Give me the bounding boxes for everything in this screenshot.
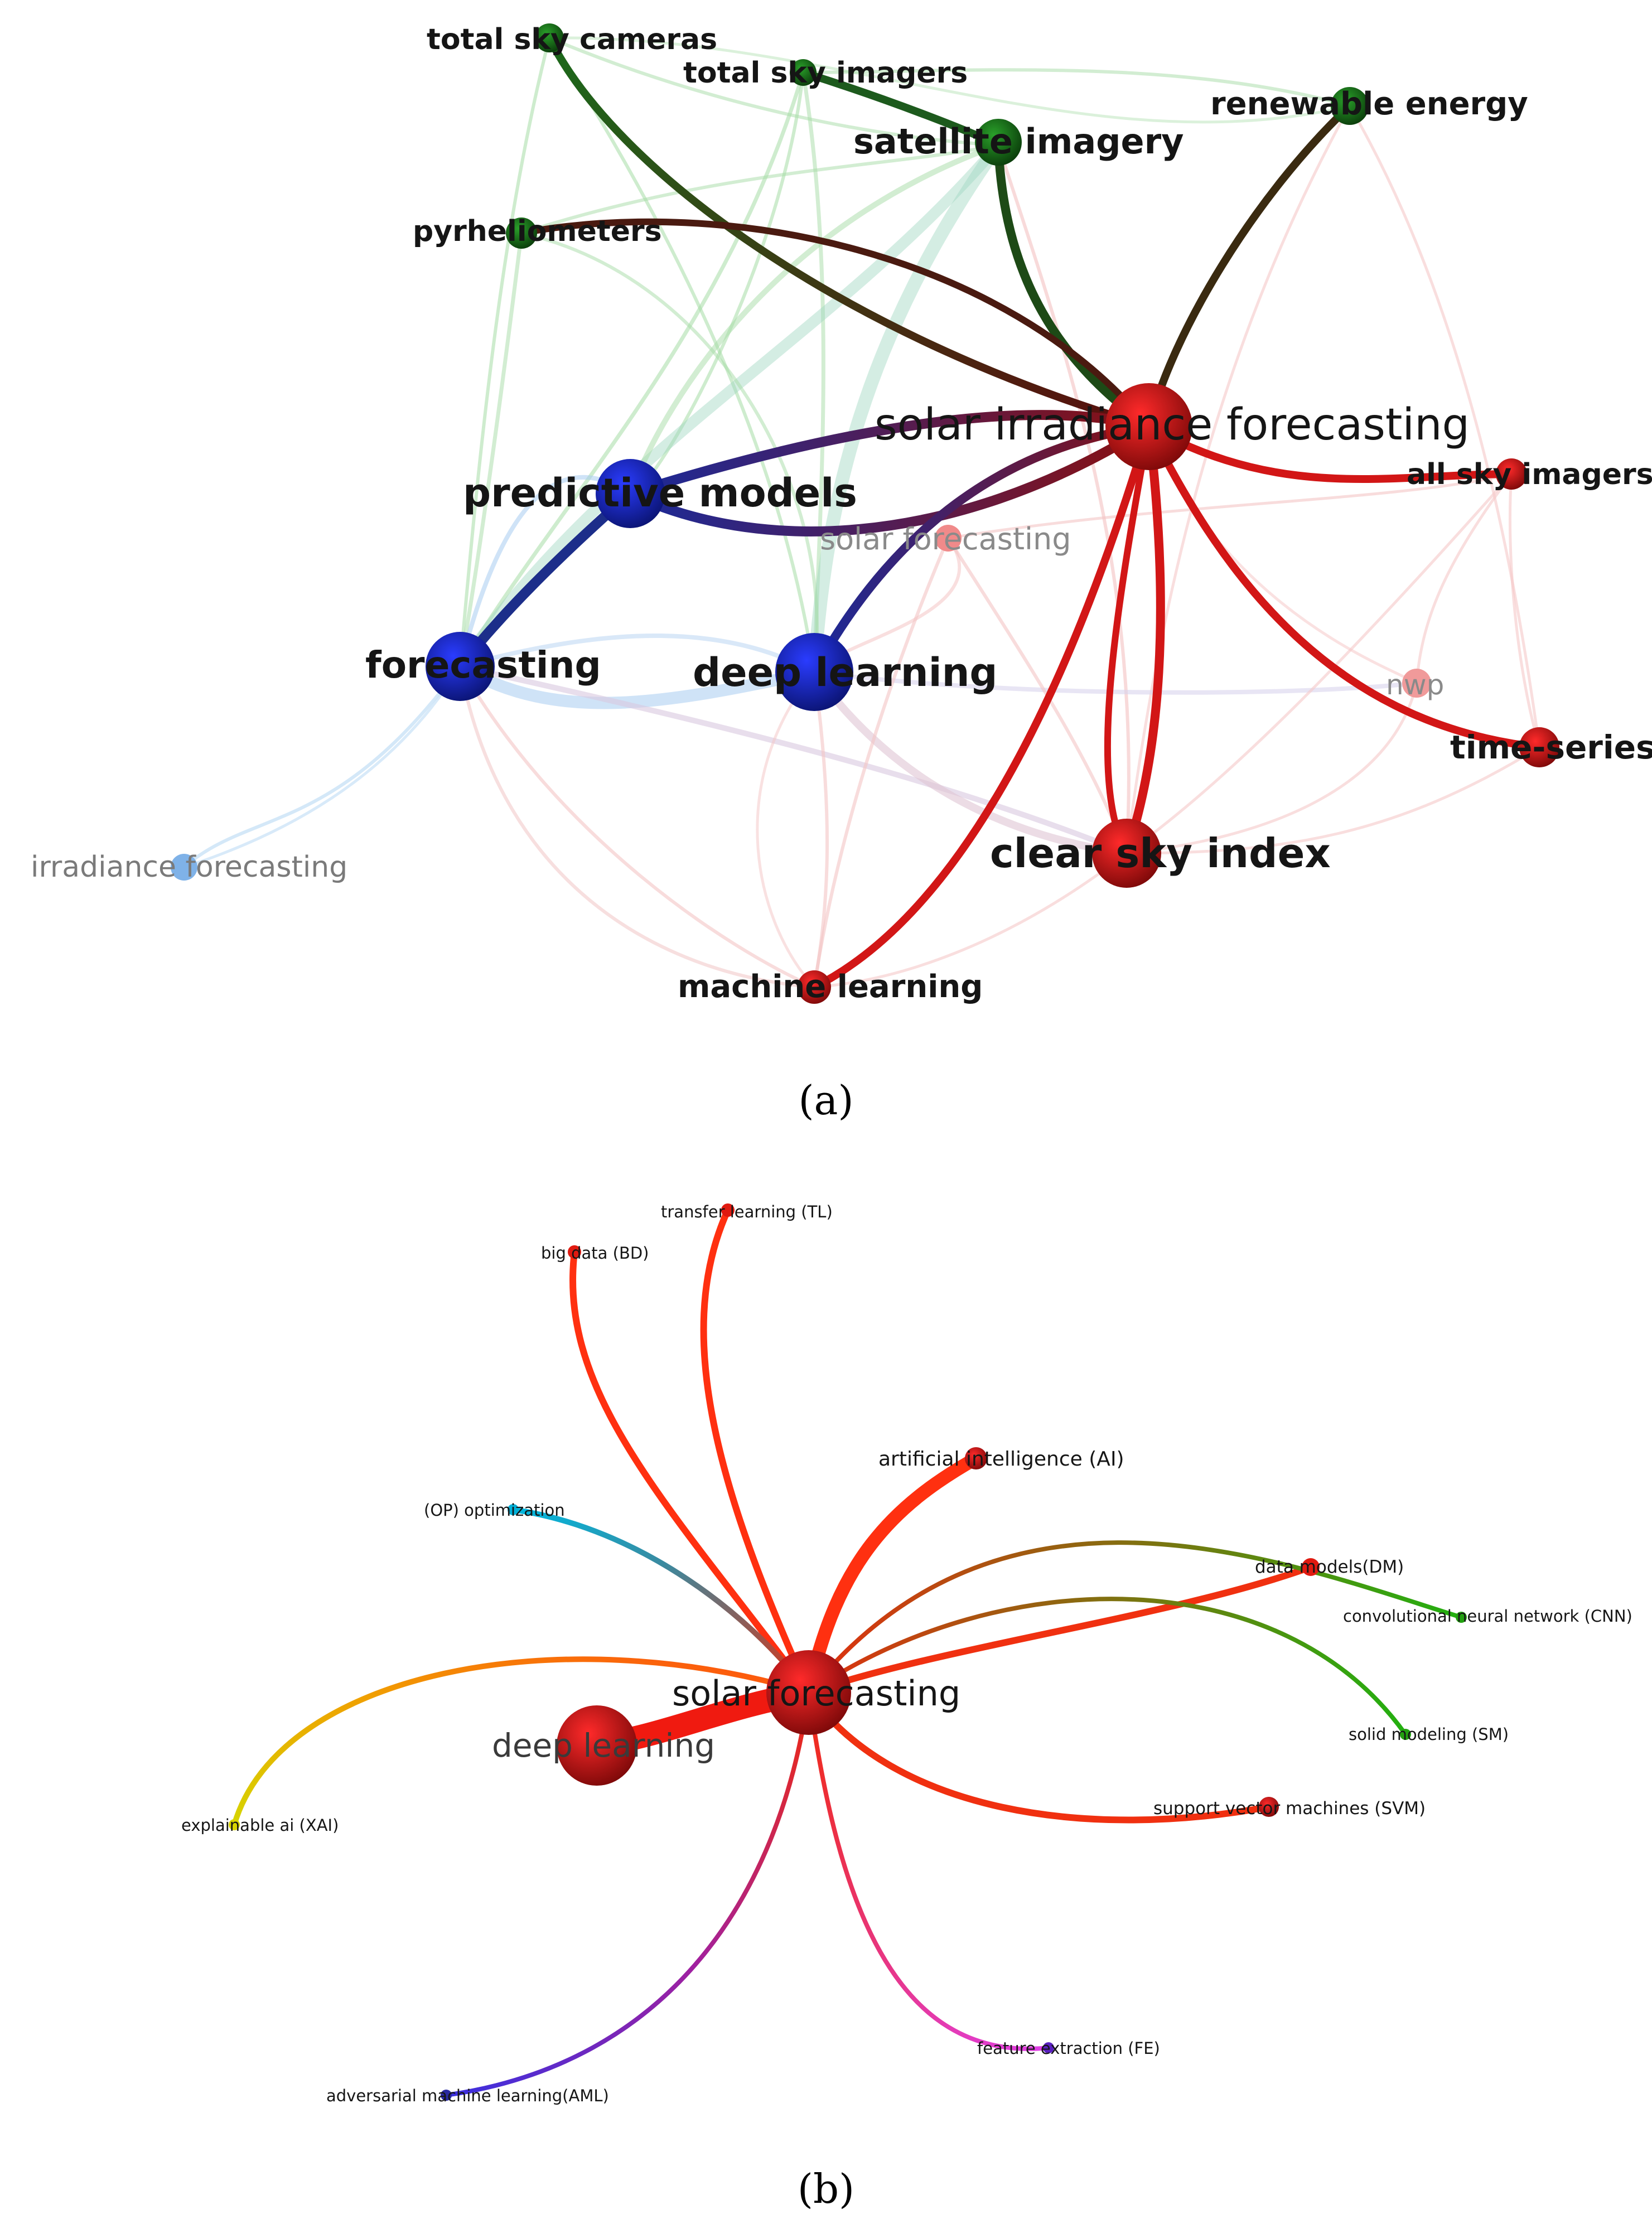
label-deep-learning: deep learning — [693, 650, 998, 695]
node-machine-learning[interactable] — [798, 970, 831, 1004]
label-b-data-models: data models(DM) — [1255, 1557, 1404, 1577]
label-b-optimization: (OP) optimization — [424, 1501, 565, 1520]
panel-a-faint-edges — [182, 36, 1541, 989]
node-satellite-imagery[interactable] — [975, 119, 1022, 166]
node-clear-sky-index[interactable] — [1092, 819, 1161, 888]
node-b-cnn[interactable] — [1456, 1612, 1467, 1623]
panel-a-labels: total sky cameras total sky imagers sate… — [31, 23, 1652, 1005]
node-b-svm[interactable] — [1259, 1797, 1279, 1817]
label-b-svm: support vector machines (SVM) — [1153, 1798, 1426, 1819]
caption-b: (b) — [798, 2165, 854, 2212]
label-satellite-imagery: satellite imagery — [853, 121, 1184, 162]
node-time-series[interactable] — [1519, 727, 1559, 767]
panel-a-strong-edges — [455, 34, 1543, 991]
label-b-aml: adversarial machine learning(AML) — [326, 2086, 609, 2105]
label-pyrheliometers: pyrheliometers — [413, 215, 662, 248]
panel-b-edges — [231, 1207, 1463, 2097]
label-b-cnn: convolutional neural network (CNN) — [1343, 1607, 1632, 1626]
node-solar-irradiance-forecasting[interactable] — [1105, 383, 1192, 470]
label-machine-learning: machine learning — [678, 969, 983, 1005]
label-b-deep-learning: deep learning — [492, 1727, 715, 1764]
label-b-solid-modeling: solid modeling (SM) — [1349, 1725, 1509, 1744]
node-solar-forecasting[interactable] — [935, 525, 962, 552]
label-all-sky-imagers: all sky imagers — [1407, 458, 1652, 491]
node-nwp[interactable] — [1402, 669, 1431, 698]
label-predictive-models: predictive models — [463, 470, 857, 516]
label-solar-irradiance-forecasting: solar irradiance forecasting — [875, 400, 1470, 450]
label-clear-sky-index: clear sky index — [990, 830, 1331, 877]
label-nwp: nwp — [1386, 669, 1444, 701]
label-time-series: time-series — [1450, 728, 1652, 766]
node-b-big-data[interactable] — [568, 1245, 581, 1259]
panel-b-network: transfer learning (TL) big data (BD) art… — [181, 1202, 1632, 2212]
node-total-sky-cameras[interactable] — [535, 23, 564, 52]
node-renewable-energy[interactable] — [1331, 87, 1369, 125]
node-b-solid-modeling[interactable] — [1400, 1729, 1411, 1740]
label-b-feature-extraction: feature extraction (FE) — [977, 2039, 1160, 2058]
node-all-sky-imagers[interactable] — [1496, 458, 1527, 490]
node-predictive-models[interactable] — [596, 459, 665, 528]
node-b-aml[interactable] — [441, 2090, 452, 2101]
label-b-big-data: big data (BD) — [541, 1244, 649, 1263]
node-b-explainable-ai[interactable] — [229, 1819, 240, 1830]
label-renewable-energy: renewable energy — [1210, 86, 1528, 122]
label-b-solar-forecasting: solar forecasting — [672, 1673, 960, 1714]
panel-a-nodes — [171, 23, 1559, 1004]
label-b-explainable-ai: explainable ai (XAI) — [181, 1816, 339, 1835]
node-b-optimization[interactable] — [508, 1504, 519, 1515]
label-irradiance-forecasting: irradiance forecasting — [31, 850, 347, 884]
node-forecasting[interactable] — [426, 632, 495, 701]
node-irradiance-forecasting[interactable] — [171, 854, 197, 881]
node-b-feature-extraction[interactable] — [1043, 2042, 1054, 2053]
node-b-deep-learning[interactable] — [557, 1705, 637, 1786]
label-total-sky-imagers: total sky imagers — [683, 56, 968, 90]
caption-a: (a) — [798, 1077, 853, 1124]
node-deep-learning[interactable] — [775, 633, 853, 711]
label-b-artificial-intelligence: artificial intelligence (AI) — [878, 1448, 1124, 1471]
node-b-solar-forecasting[interactable] — [766, 1650, 851, 1735]
node-total-sky-imagers[interactable] — [790, 59, 817, 86]
panel-b-labels: transfer learning (TL) big data (BD) art… — [181, 1202, 1632, 2105]
label-total-sky-cameras: total sky cameras — [427, 23, 717, 56]
panel-a-network: total sky cameras total sky imagers sate… — [31, 23, 1652, 1124]
node-b-transfer-learning[interactable] — [721, 1203, 735, 1217]
label-b-transfer-learning: transfer learning (TL) — [661, 1202, 833, 1221]
panel-b-nodes — [229, 1203, 1467, 2101]
node-pyrheliometers[interactable] — [506, 217, 537, 249]
node-b-artificial-intelligence[interactable] — [965, 1447, 987, 1469]
label-forecasting: forecasting — [365, 644, 601, 686]
label-solar-forecasting: solar forecasting — [820, 521, 1071, 557]
node-b-data-models[interactable] — [1302, 1558, 1320, 1576]
